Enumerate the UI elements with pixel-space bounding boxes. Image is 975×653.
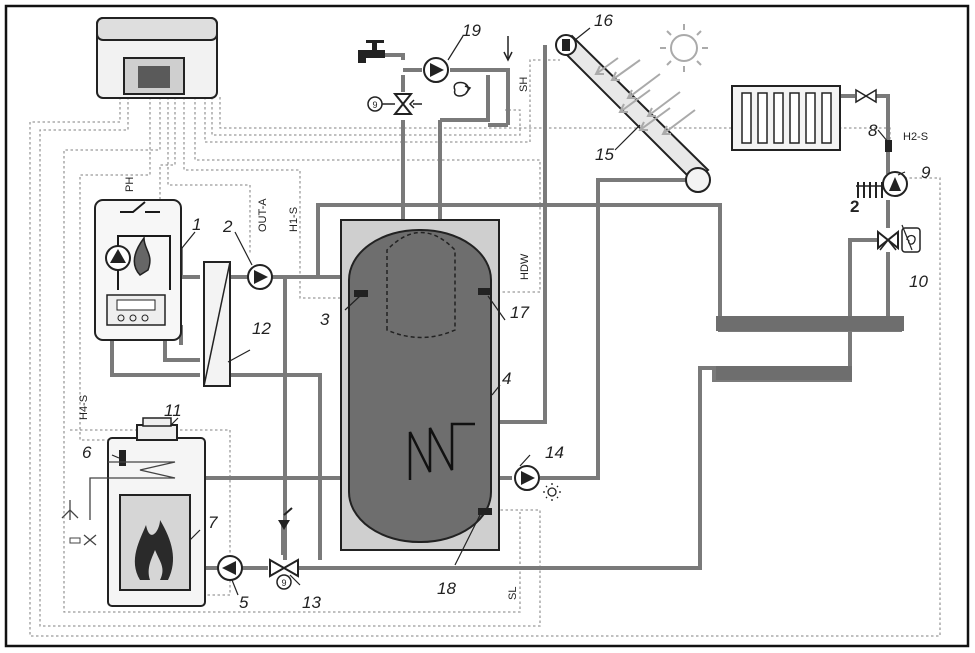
- frame-border: [4, 4, 970, 648]
- label-sh: SH: [518, 77, 530, 92]
- num-12: 12: [252, 319, 271, 338]
- distributor-lower: [716, 366, 852, 380]
- floor-count-label: 2: [850, 197, 859, 216]
- num-5: 5: [239, 593, 249, 612]
- main-controller: [96, 17, 218, 99]
- label-hdw: HDW: [519, 253, 531, 280]
- num-8: 8: [868, 121, 878, 140]
- num-10: 10: [909, 272, 928, 291]
- buffer-tank: [340, 219, 500, 551]
- pump-5: [217, 555, 243, 581]
- mixing-valve-10: [877, 227, 921, 253]
- num-17: 17: [510, 303, 529, 322]
- pump-9: [882, 171, 908, 197]
- pump-2: [247, 264, 273, 290]
- num-19: 19: [462, 21, 481, 40]
- label-sl: SL: [507, 587, 519, 600]
- num-4: 4: [502, 369, 511, 388]
- label-ph: PH: [124, 177, 136, 192]
- num-3: 3: [320, 310, 330, 329]
- sensor-8: [885, 140, 892, 152]
- gas-boiler: [94, 199, 182, 341]
- floor-heating-icon: [856, 182, 884, 198]
- num-15: 15: [595, 145, 614, 164]
- sun-rays: [594, 57, 696, 135]
- valve-19-motor-label: 9: [372, 100, 377, 110]
- mixing-valve-13: 9: [269, 507, 299, 590]
- dhw-circulation: 9: [358, 36, 513, 115]
- distributor-upper: [716, 316, 904, 331]
- pipe-network: [110, 45, 902, 570]
- num-9: 9: [921, 163, 931, 182]
- label-h1-s: H1-S: [288, 207, 300, 232]
- solar-collector: [555, 34, 711, 193]
- valve-13-motor-label: 9: [281, 578, 286, 588]
- num-7: 7: [208, 513, 218, 532]
- plate-heat-exchanger: [203, 261, 231, 387]
- label-h4-s: H4-S: [78, 395, 90, 420]
- text-labels: PH OUT-A H1-S HDW SH H2-S H4-S SL: [78, 77, 928, 600]
- label-out-a: OUT-A: [257, 198, 269, 232]
- num-11: 11: [164, 401, 182, 420]
- solid-fuel-boiler: [61, 417, 206, 607]
- num-2: 2: [222, 217, 233, 236]
- num-16: 16: [594, 11, 613, 30]
- pump-14: [514, 465, 561, 501]
- radiator-valve: [855, 88, 877, 104]
- leader-lines: [111, 27, 913, 596]
- sun-icon: [660, 24, 708, 72]
- radiator: [731, 85, 841, 151]
- num-13: 13: [302, 593, 321, 612]
- num-6: 6: [82, 443, 92, 462]
- num-1: 1: [192, 215, 201, 234]
- num-18: 18: [437, 579, 456, 598]
- item-numbers: 1 2 3 4 5 6 7 8 9 10 11 12 13 14 15 16 1…: [82, 11, 931, 612]
- label-h2-s: H2-S: [903, 131, 928, 143]
- num-14: 14: [545, 443, 564, 462]
